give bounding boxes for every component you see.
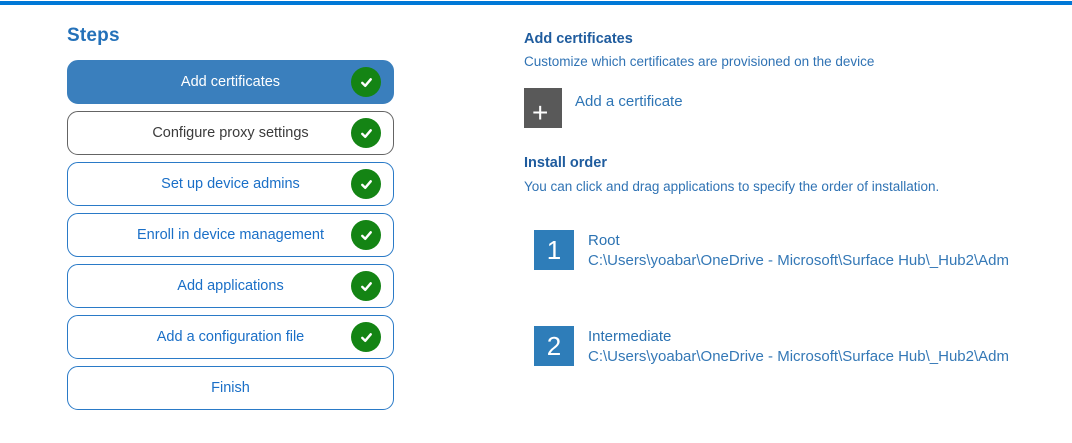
- step-label: Add applications: [177, 278, 284, 294]
- check-circle-icon: [351, 67, 381, 97]
- item-number-badge: 1: [534, 230, 574, 270]
- install-order-item-root[interactable]: 1 Root C:\Users\yoabar\OneDrive - Micros…: [534, 230, 1009, 271]
- step-label: Finish: [211, 380, 250, 396]
- step-set-up-device-admins[interactable]: Set up device admins: [67, 162, 394, 206]
- steps-panel: Steps Add certificates Configure proxy s…: [67, 25, 394, 417]
- item-path: C:\Users\yoabar\OneDrive - Microsoft\Sur…: [588, 252, 1009, 269]
- item-text: Root C:\Users\yoabar\OneDrive - Microsof…: [588, 230, 1009, 271]
- step-label: Add certificates: [180, 74, 281, 90]
- step-finish[interactable]: Finish: [67, 366, 394, 410]
- item-text: Intermediate C:\Users\yoabar\OneDrive - …: [588, 326, 1009, 367]
- step-add-certificates[interactable]: Add certificates: [67, 60, 394, 104]
- step-add-applications[interactable]: Add applications: [67, 264, 394, 308]
- check-circle-icon: [351, 118, 381, 148]
- check-circle-icon: [351, 169, 381, 199]
- add-certificates-description: Customize which certificates are provisi…: [524, 54, 875, 69]
- step-enroll-in-device-management[interactable]: Enroll in device management: [67, 213, 394, 257]
- install-order-description: You can click and drag applications to s…: [524, 179, 940, 194]
- item-number-badge: 2: [534, 326, 574, 366]
- steps-title: Steps: [67, 25, 120, 46]
- add-certificate-label: Add a certificate: [575, 93, 683, 110]
- check-circle-icon: [351, 220, 381, 250]
- item-name: Intermediate: [588, 328, 672, 345]
- step-configure-proxy-settings[interactable]: Configure proxy settings: [67, 111, 394, 155]
- step-label: Set up device admins: [161, 176, 300, 192]
- install-order-item-intermediate[interactable]: 2 Intermediate C:\Users\yoabar\OneDrive …: [534, 326, 1009, 367]
- top-accent-bar: [0, 1, 1072, 5]
- step-label: Enroll in device management: [137, 227, 324, 243]
- plus-icon[interactable]: +: [524, 88, 562, 128]
- step-label: Add a configuration file: [156, 329, 305, 345]
- item-path: C:\Users\yoabar\OneDrive - Microsoft\Sur…: [588, 348, 1009, 365]
- check-circle-icon: [351, 322, 381, 352]
- add-certificate-button[interactable]: + Add a certificate: [524, 88, 683, 128]
- check-circle-icon: [351, 271, 381, 301]
- item-name: Root: [588, 232, 620, 249]
- install-order-heading: Install order: [524, 155, 607, 171]
- step-add-a-configuration-file[interactable]: Add a configuration file: [67, 315, 394, 359]
- step-label: Configure proxy settings: [152, 125, 309, 141]
- add-certificates-heading: Add certificates: [524, 31, 633, 47]
